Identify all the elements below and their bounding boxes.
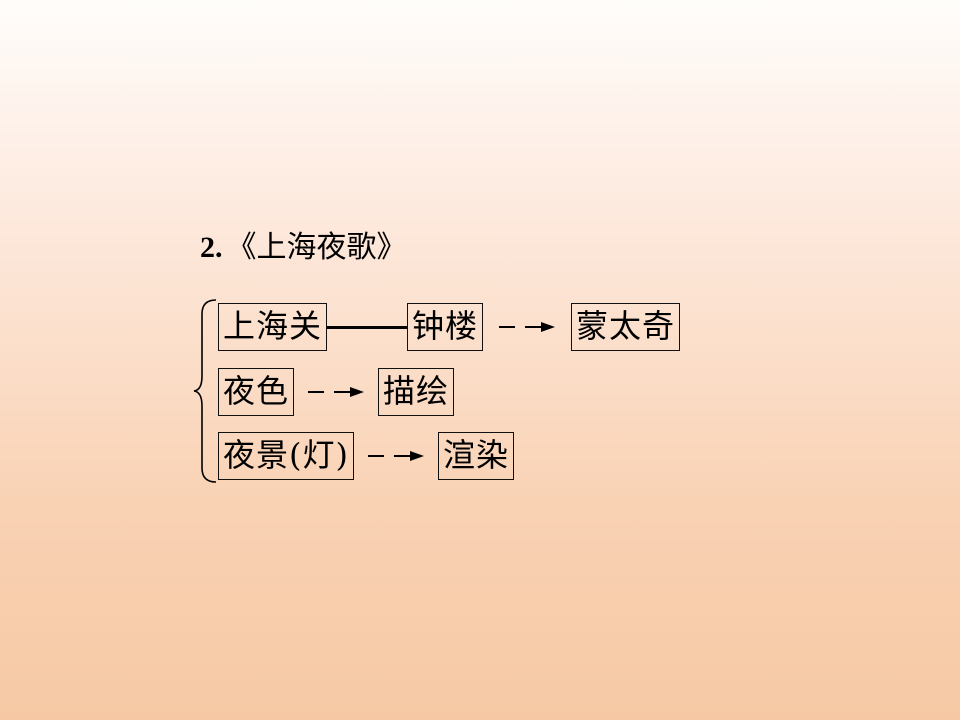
diagram-row-1: 上海关 钟楼 蒙太奇	[218, 302, 681, 352]
node-miaohui: 描绘	[378, 368, 455, 416]
dashed-arrow-icon	[308, 387, 365, 397]
slide-heading: 2. 《上海夜歌》	[200, 226, 407, 270]
solid-connector	[327, 325, 408, 329]
dashed-arrow-icon	[499, 322, 556, 332]
node-shanghaiguan: 上海关	[218, 303, 328, 351]
node-yese: 夜色	[218, 368, 295, 416]
heading-number: 2.	[200, 231, 223, 264]
node-yejing-deng: 夜景(灯)	[218, 432, 354, 480]
heading-title: 《上海夜歌》	[226, 230, 407, 265]
dashed-arrow-icon	[367, 451, 424, 461]
node-mengtaiqi: 蒙太奇	[571, 303, 681, 351]
diagram-row-2: 夜色 描绘	[218, 367, 455, 417]
diagram-row-3: 夜景(灯) 渲染	[218, 431, 514, 481]
node-xuanran: 渲染	[437, 432, 514, 480]
left-brace	[193, 299, 217, 483]
node-zhonglou: 钟楼	[407, 303, 484, 351]
